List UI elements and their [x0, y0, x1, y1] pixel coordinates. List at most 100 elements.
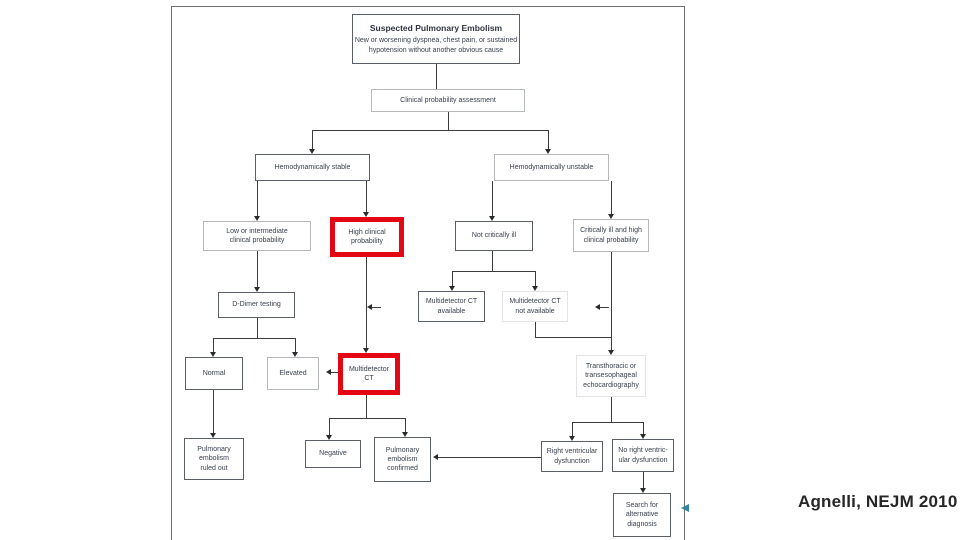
- box-text-line: Pulmonary: [197, 446, 231, 454]
- box-text-line: Hemodynamically stable: [274, 163, 351, 171]
- citation-text: Agnelli, NEJM 2010: [798, 492, 958, 511]
- arrowhead-down-icon: [362, 348, 369, 353]
- connector-line: [372, 307, 381, 308]
- connector-line: [329, 418, 330, 436]
- box-not-critically-ill: Not critically ill: [455, 221, 533, 251]
- box-text-line: Suspected Pulmonary Embolism: [369, 23, 503, 34]
- box-clinical-probability: Clinical probability assessment: [371, 89, 525, 112]
- arrowhead-down-icon: [209, 352, 216, 357]
- box-text-line: transesophageal: [585, 372, 637, 380]
- connector-line: [600, 307, 609, 308]
- arrowhead-down-icon: [488, 216, 495, 221]
- box-text-line: Low or intermediate: [226, 227, 288, 235]
- box-text-line: Elevated: [279, 369, 307, 377]
- box-text-line: Not critically ill: [471, 232, 517, 240]
- box-normal: Normal: [185, 357, 243, 390]
- box-text-line: Multidetector CT: [425, 298, 478, 306]
- box-text-line: clinical probability: [229, 237, 285, 244]
- box-text-line: probability: [351, 238, 383, 245]
- arrowhead-left-icon: [367, 304, 372, 310]
- box-negative: Negative: [305, 440, 361, 468]
- arrowhead-down-icon: [639, 434, 646, 439]
- box-text-line: Transthoracic or: [585, 363, 637, 371]
- arrowhead-down-icon: [362, 212, 369, 217]
- box-text-line: Search for: [625, 502, 659, 510]
- connector-line: [572, 422, 644, 423]
- connector-line: [535, 322, 536, 338]
- box-text-line: Multidetector: [348, 365, 390, 373]
- box-text-line: dysfunction: [554, 457, 590, 465]
- connector-line: [213, 338, 214, 353]
- box-text-line: alternative: [625, 511, 659, 519]
- box-text-line: Clinical probability assessment: [400, 96, 496, 104]
- connector-line: [611, 397, 612, 423]
- arrowhead-down-icon: [209, 433, 216, 438]
- connector-line: [436, 64, 437, 90]
- arrowhead-down-icon: [448, 286, 455, 291]
- box-text-line: confirmed: [387, 465, 418, 473]
- connector-line: [257, 181, 258, 217]
- box-text-line: not available: [515, 307, 555, 315]
- box-text-line: hypotension without another obvious caus…: [368, 46, 504, 54]
- connector-line: [312, 130, 549, 131]
- arrowhead-down-icon: [531, 286, 538, 291]
- box-text-line: Negative: [319, 450, 347, 458]
- box-text-line: Hemodynamically unstable: [509, 163, 594, 171]
- box-text-line: embolism: [199, 455, 229, 463]
- arrowhead-down-icon: [544, 149, 551, 154]
- connector-line: [535, 337, 612, 338]
- arrowhead-left-icon: [433, 454, 438, 460]
- connector-line: [535, 271, 536, 287]
- box-no-rv-dysfunction: No right ventric-ular dysfunction: [612, 439, 674, 472]
- arrowhead-down-icon: [291, 352, 298, 357]
- box-text-line: CT: [364, 375, 374, 382]
- connector-line: [405, 418, 406, 433]
- box-text-line: New or worsening dyspnea, chest pain, or…: [354, 37, 518, 45]
- connector-line: [611, 181, 612, 215]
- connector-line: [257, 251, 258, 288]
- teal-pointer-icon: [681, 504, 689, 512]
- connector-line: [366, 181, 367, 213]
- arrowhead-down-icon: [639, 488, 646, 493]
- box-text-line: available: [437, 307, 466, 315]
- box-text-line: Normal: [202, 369, 226, 377]
- connector-line: [611, 252, 612, 351]
- box-text-line: Critically ill and high: [580, 227, 642, 235]
- box-text-line: embolism: [387, 455, 418, 463]
- arrowhead-down-icon: [325, 435, 332, 440]
- connector-line: [643, 472, 644, 489]
- box-hemodynamically-unstable: Hemodynamically unstable: [494, 154, 609, 181]
- arrowhead-down-icon: [607, 350, 614, 355]
- arrowhead-down-icon: [568, 436, 575, 441]
- box-text-line: D-Dimer testing: [232, 301, 281, 309]
- box-text-line: Pulmonary: [385, 446, 420, 454]
- box-text-line: diagnosis: [627, 520, 657, 528]
- connector-line: [572, 422, 573, 437]
- box-elevated: Elevated: [267, 357, 319, 390]
- connector-line: [331, 372, 338, 373]
- connector-line: [213, 338, 296, 339]
- arrowhead-left-icon: [326, 369, 331, 375]
- connector-line: [257, 318, 258, 339]
- connector-line: [312, 130, 313, 150]
- box-text-line: ular dysfunction: [618, 456, 668, 464]
- arrowhead-down-icon: [607, 214, 614, 219]
- box-text-line: No right ventric-: [618, 447, 668, 455]
- box-text-line: Right ventricular: [546, 448, 598, 456]
- box-hemodynamically-stable: Hemodynamically stable: [255, 154, 370, 181]
- connector-line: [448, 112, 449, 130]
- connector-line: [452, 271, 536, 272]
- connector-line: [366, 257, 367, 349]
- connector-line: [643, 422, 644, 435]
- arrowhead-left-icon: [595, 304, 600, 310]
- arrowhead-down-icon: [253, 287, 260, 292]
- arrowhead-down-icon: [308, 149, 315, 154]
